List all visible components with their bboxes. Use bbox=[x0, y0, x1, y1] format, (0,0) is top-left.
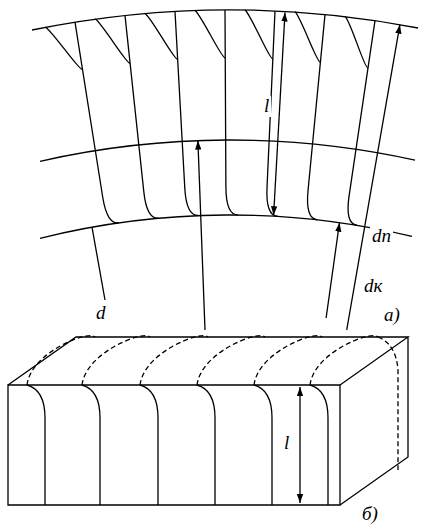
blade-edge bbox=[225, 10, 238, 215]
blade-edge-hidden bbox=[378, 337, 398, 470]
blade-profile bbox=[195, 10, 225, 58]
blade-profile-hidden bbox=[140, 336, 208, 385]
blade-edge bbox=[254, 385, 272, 505]
blade-profile bbox=[95, 19, 130, 64]
length-dimension bbox=[274, 13, 285, 216]
blade-profile bbox=[295, 12, 320, 63]
blade-profile-hidden bbox=[310, 336, 378, 385]
blade-profile bbox=[345, 16, 368, 68]
length-dimension bbox=[299, 387, 300, 503]
blade-edge bbox=[125, 16, 159, 219]
blade-profile bbox=[245, 10, 273, 59]
diameter-arrow bbox=[326, 223, 339, 318]
diameter-arrow bbox=[198, 141, 205, 330]
front-face bbox=[8, 385, 340, 505]
view-label: а) bbox=[382, 305, 402, 326]
extension-line bbox=[92, 227, 105, 300]
blade-edge bbox=[82, 385, 100, 505]
blade-profile-hidden bbox=[197, 336, 265, 385]
blade-profile-hidden bbox=[254, 336, 322, 385]
blade-edge bbox=[75, 22, 119, 223]
length-label: l bbox=[262, 96, 271, 117]
blade-profile bbox=[45, 27, 82, 70]
length-label: l bbox=[282, 433, 291, 454]
blade-edge bbox=[175, 12, 198, 216]
blade-edge bbox=[197, 385, 215, 505]
blade-edge bbox=[140, 385, 158, 505]
diameter-arrow bbox=[347, 25, 400, 330]
view-label: б) bbox=[360, 504, 380, 525]
blade-profile-hidden bbox=[82, 336, 150, 385]
blade-profile bbox=[145, 13, 178, 59]
root-arc bbox=[40, 215, 412, 238]
blade-edge bbox=[310, 385, 328, 505]
blade-edge bbox=[27, 385, 45, 505]
blade-profile-hidden bbox=[27, 336, 95, 385]
blade-edge bbox=[308, 15, 325, 220]
diameter-label: d bbox=[94, 303, 108, 324]
diameter-label: dп bbox=[370, 226, 393, 247]
diameter-label: dк bbox=[362, 276, 384, 297]
